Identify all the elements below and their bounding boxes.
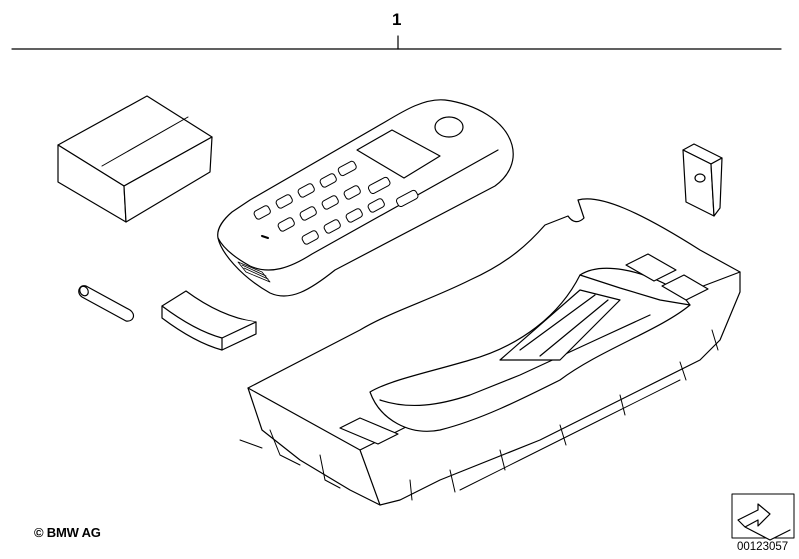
view-orientation-icon bbox=[731, 493, 795, 541]
document-number-label: 00123057 bbox=[737, 541, 789, 553]
part-number-label: 1 bbox=[392, 10, 402, 29]
handset-icon bbox=[217, 99, 514, 297]
part-leader-line bbox=[11, 35, 782, 50]
box-icon bbox=[57, 95, 213, 223]
cradle-holder-icon bbox=[239, 198, 741, 506]
bracket-icon bbox=[682, 143, 723, 217]
cover-clip-icon bbox=[161, 290, 257, 351]
copyright-label: © BMW AG bbox=[34, 525, 101, 540]
pin-icon bbox=[78, 285, 135, 322]
